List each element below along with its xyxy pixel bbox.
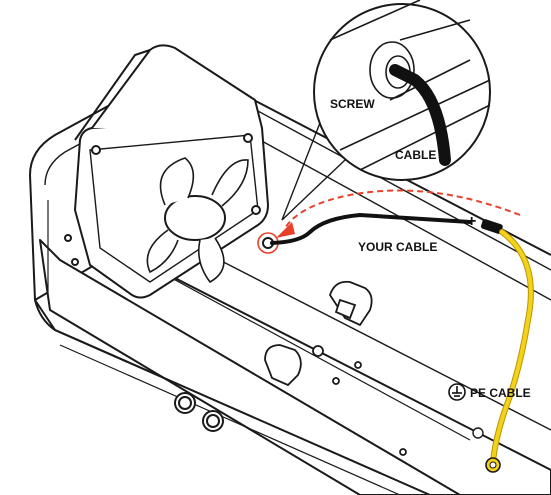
cable-label: CABLE: [395, 148, 436, 162]
fan-icon: [73, 44, 270, 299]
dashed-arrow-icon: [276, 189, 521, 238]
pe-cable-label: PE CABLE: [470, 386, 531, 400]
magnifier-callout: [281, 0, 491, 221]
signal-cable: [270, 212, 472, 245]
ground-icon: [448, 383, 466, 401]
your-cable-label: YOUR CABLE: [358, 240, 437, 254]
screw-label: SCREW: [330, 97, 375, 111]
front-holes: [64, 234, 224, 432]
plus-sign: +: [467, 213, 476, 230]
mounting-clips: [264, 280, 407, 456]
